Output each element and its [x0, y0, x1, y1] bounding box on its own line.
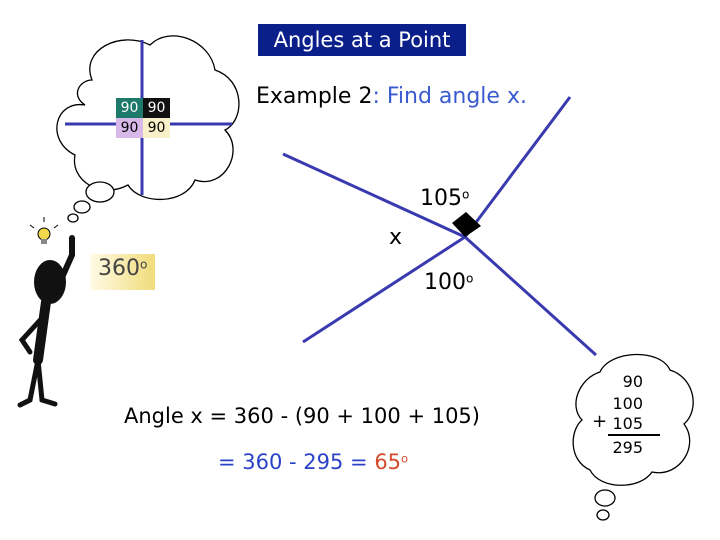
thought-bubble-dot: [73, 200, 91, 214]
equation-line-2-text: = 360 - 295 =: [218, 450, 375, 474]
thought-bubble-dot: [594, 489, 616, 507]
figure-body: [33, 297, 51, 365]
sum-row-3: 105: [612, 414, 643, 433]
page-title: Angles at a Point: [258, 24, 466, 56]
ray-lower-left: [302, 235, 466, 344]
example-task: Find angle x.: [379, 84, 527, 109]
total-angle-label: 360o: [90, 254, 156, 290]
example-heading: Example 2: Find angle x.: [256, 84, 527, 109]
answer-value: 65: [374, 450, 402, 474]
figure-arm-raised: [49, 235, 75, 303]
angle-100-label: 100o: [424, 270, 474, 295]
figure-arm-lower: [18, 315, 45, 355]
sum-row-1: 90: [622, 372, 643, 391]
thought-bubble-dot: [85, 181, 115, 203]
ray-lower-right: [463, 235, 598, 357]
equation-line-2: = 360 - 295 = 65o: [218, 450, 408, 474]
grid-cell-bottom-right: 90: [143, 118, 170, 138]
sum-row-2: 100: [612, 394, 643, 413]
thought-bubble-dot: [596, 509, 610, 521]
sum-total: 295: [612, 438, 643, 457]
figure-legs: [17, 357, 58, 408]
grid-cell-bottom-left: 90: [116, 118, 143, 138]
answer-degree: o: [401, 451, 409, 466]
grid-cell-top-left: 90: [116, 98, 143, 118]
lightbulb-icon: [29, 217, 59, 244]
thought-bubble-dot: [67, 213, 79, 223]
angle-x-label: x: [389, 225, 403, 250]
sum-plus-sign: +: [592, 411, 608, 432]
equation-line-1: Angle x = 360 - (90 + 100 + 105): [124, 404, 480, 428]
angle-105-label: 105o: [420, 186, 470, 211]
grid-cell-top-right: 90: [143, 98, 170, 118]
right-angle-grid: 90 90 90 90: [116, 98, 170, 138]
ray-upper-left: [282, 152, 466, 239]
ray-upper-right: [463, 96, 572, 238]
right-angle-marker: [452, 212, 481, 237]
example-colon: :: [372, 84, 380, 109]
example-label: Example 2: [256, 84, 373, 109]
